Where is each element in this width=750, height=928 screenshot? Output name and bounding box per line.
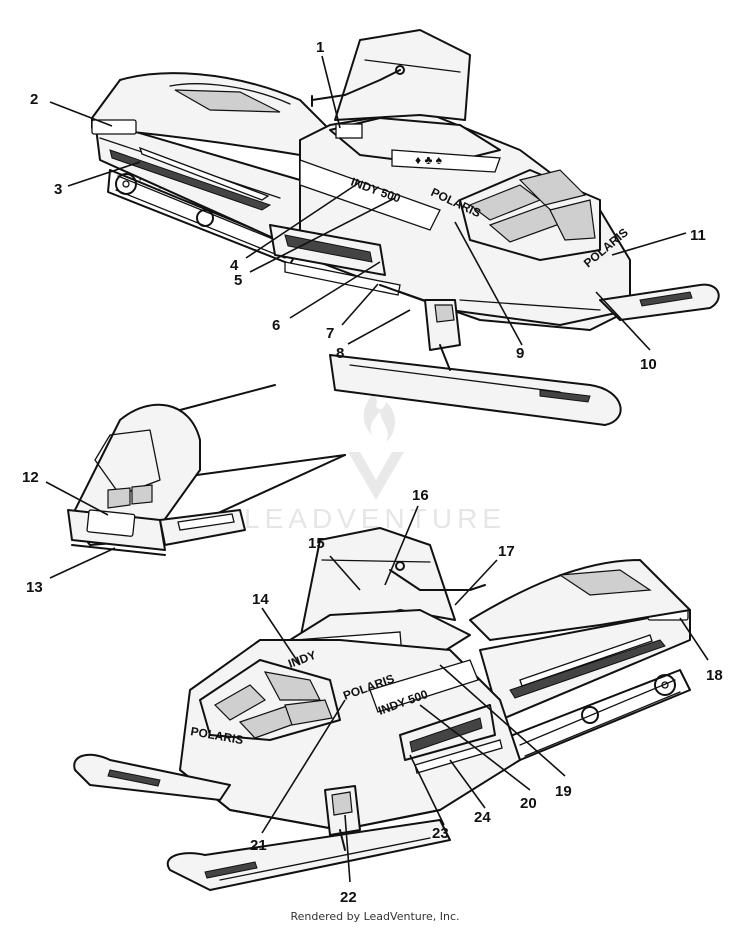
leader-16 (384, 505, 419, 586)
leader-19 (439, 664, 566, 777)
callout-12: 12 (22, 469, 39, 486)
leader-7 (341, 283, 379, 326)
callout-23: 23 (432, 825, 449, 842)
leader-6 (289, 261, 381, 319)
leader-12 (45, 481, 109, 516)
callout-6: 6 (272, 317, 280, 334)
footer-credit: Rendered by LeadVenture, Inc. (290, 910, 460, 923)
leader-20 (419, 704, 531, 791)
callout-11: 11 (690, 227, 706, 244)
callout-24: 24 (474, 809, 491, 826)
callout-2: 2 (30, 91, 38, 108)
leader-1 (321, 55, 341, 129)
svg-text:♦ ♣ ♠: ♦ ♣ ♠ (415, 153, 443, 167)
callout-10: 10 (640, 356, 657, 373)
callout-5: 5 (234, 272, 242, 289)
leader-5 (249, 197, 396, 273)
bottom-skis (73, 753, 451, 891)
leader-8 (347, 309, 411, 345)
callout-leaders (45, 55, 709, 883)
watermark-flame-icon (363, 395, 395, 442)
leader-3 (67, 161, 141, 187)
callout-8: 8 (336, 345, 344, 362)
callout-7: 7 (326, 325, 334, 342)
callout-19: 19 (555, 783, 572, 800)
leader-10 (595, 291, 651, 351)
callout-17: 17 (498, 543, 515, 560)
callout-1: 1 (316, 39, 324, 56)
callout-21: 21 (250, 837, 267, 854)
top-windshield (334, 29, 471, 121)
rear-seat-detail-drawing (67, 384, 346, 556)
callout-14: 14 (252, 591, 269, 608)
callout-4: 4 (230, 257, 239, 274)
leader-14 (261, 607, 301, 666)
leader-18 (679, 617, 709, 661)
callout-20: 20 (520, 795, 537, 812)
leadventure-watermark: LEADVENTURE (244, 395, 501, 534)
callout-15: 15 (308, 535, 325, 552)
watermark-v-icon (348, 452, 404, 500)
leader-24 (449, 759, 486, 809)
callout-18: 18 (706, 667, 723, 684)
leader-15 (329, 555, 361, 591)
leader-22 (344, 814, 351, 883)
leader-23 (409, 754, 445, 826)
leader-21 (261, 699, 346, 834)
leader-13 (49, 547, 116, 579)
callout-16: 16 (412, 487, 429, 504)
top-snowmobile-drawing: ♦ ♣ ♠ INDY 500 POLARIS POLARIS (91, 29, 720, 426)
leader-2 (49, 101, 113, 127)
callout-labels: 1 2 3 4 5 6 7 8 9 10 11 12 13 14 15 16 1… (22, 39, 723, 906)
top-skis (329, 283, 720, 426)
leader-4 (245, 181, 361, 259)
leader-9 (454, 221, 523, 346)
callout-13: 13 (26, 579, 43, 596)
bottom-snowmobile-drawing: ♦ ♣ ♠ INDY POLARIS POLARIS INDY 500 (73, 527, 691, 891)
callout-22: 22 (340, 889, 357, 906)
callout-9: 9 (516, 345, 524, 362)
leader-17 (454, 559, 498, 606)
leader-11 (611, 232, 687, 256)
callout-3: 3 (54, 181, 62, 198)
